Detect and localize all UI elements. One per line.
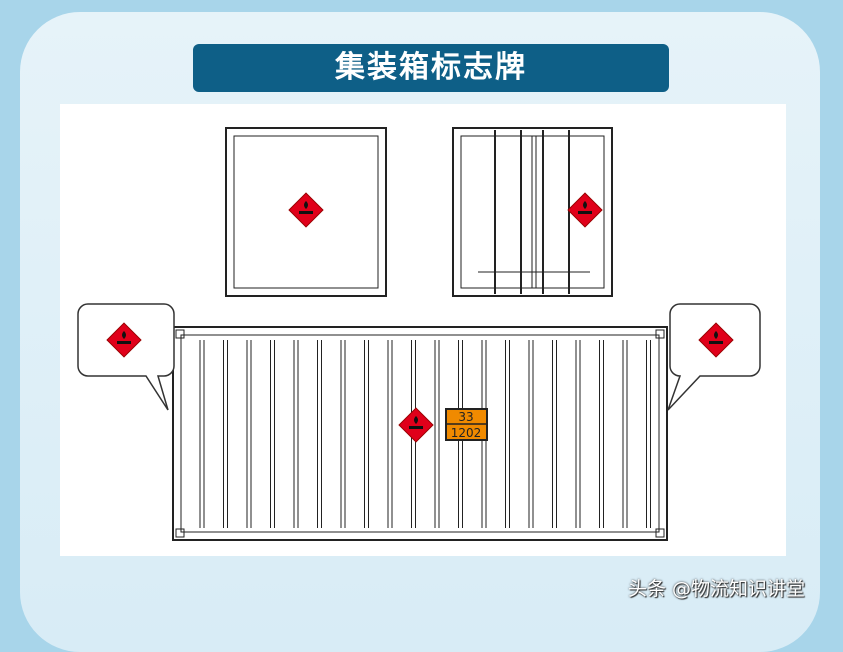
orange-placard: 33 1202 [445, 408, 488, 441]
hazard-number: 33 [458, 410, 473, 424]
container-door-view [452, 127, 613, 297]
page-title: 集装箱标志牌 [193, 44, 669, 92]
hazard-label-end [288, 192, 324, 228]
hazard-label-door [567, 192, 603, 228]
container-end-view [225, 127, 387, 297]
hazard-label-side [398, 407, 434, 443]
callout-left [77, 303, 175, 411]
callout-right [667, 303, 761, 411]
watermark: 头条 @物流知识讲堂 [628, 578, 806, 600]
un-number: 1202 [451, 426, 482, 440]
container-diagram: 33 1202 [77, 127, 761, 541]
